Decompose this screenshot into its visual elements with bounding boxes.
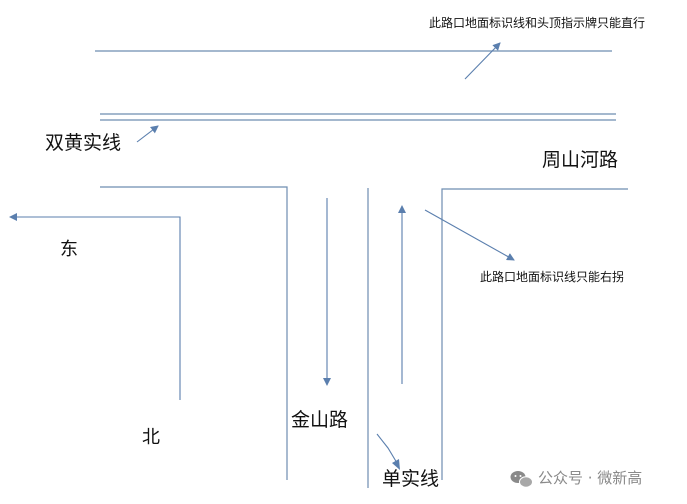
watermark-text: 公众号 · 微新高 [538, 469, 642, 487]
single-line-label: 单实线 [382, 468, 439, 490]
wechat-icon [510, 471, 533, 488]
zhoushan-road-label: 周山河路 [542, 149, 618, 171]
west-corner-edge [100, 186, 288, 480]
north-label: 北 [142, 427, 160, 448]
top-note-arrow [464, 42, 501, 80]
double-yellow-label: 双黄实线 [45, 132, 121, 154]
right-turn-note-label: 此路口地面标识线只能右拐 [480, 269, 624, 284]
jinshan-road-label: 金山路 [291, 409, 348, 431]
single-line-arrow [376, 433, 398, 464]
right-turn-note-arrow [424, 209, 515, 261]
east-corner-edge [441, 188, 628, 480]
double-yellow-arrow [136, 125, 159, 143]
single-line-arrowhead [392, 459, 400, 470]
west-then-south-arrow [9, 213, 181, 400]
east-label: 东 [60, 239, 78, 260]
top-note-label: 此路口地面标识线和头顶指示牌只能直行 [429, 15, 645, 30]
